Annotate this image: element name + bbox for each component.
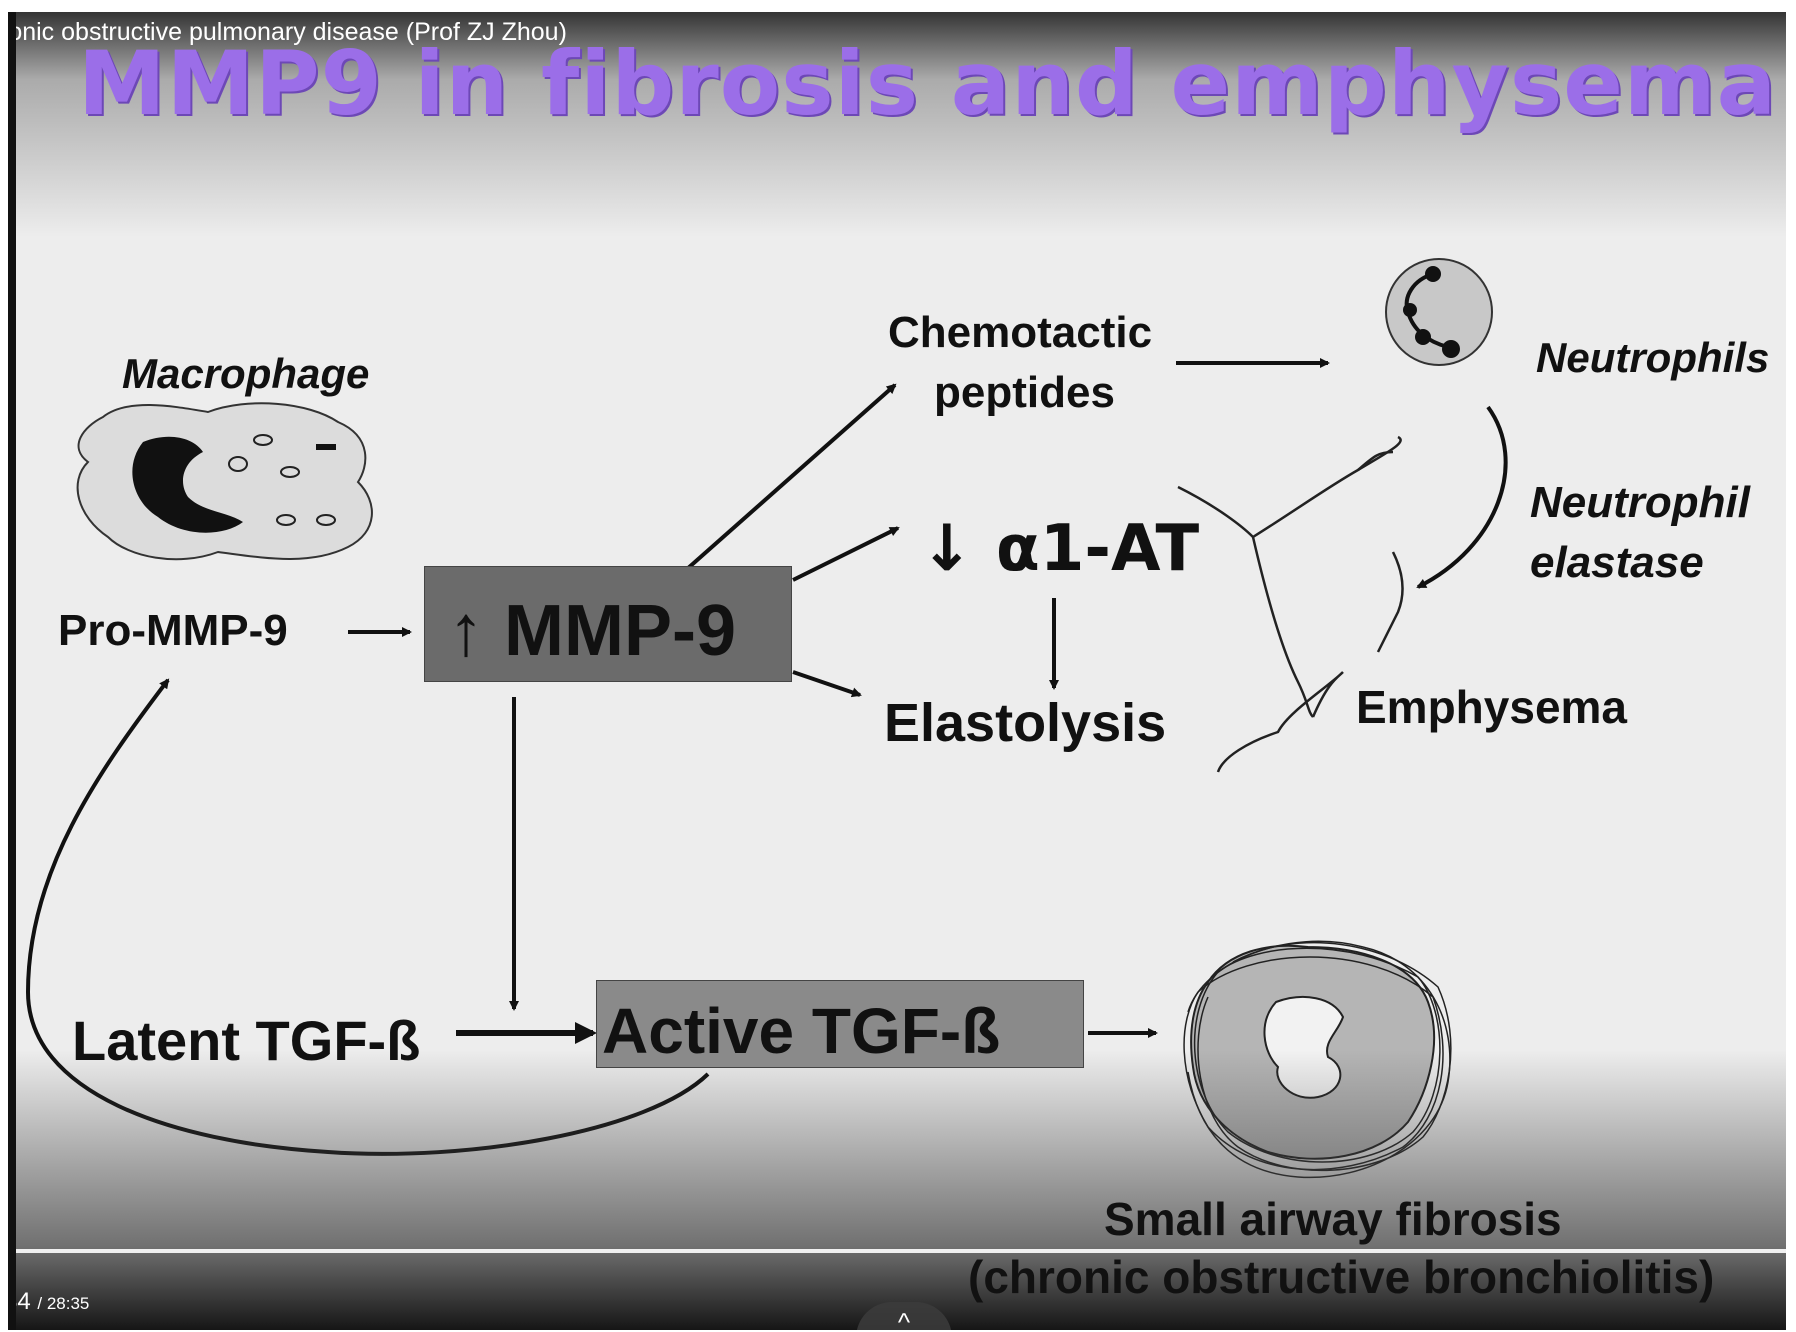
neutrophil-elastase-label-line2: elastase	[1530, 538, 1704, 587]
alpha1at-label: ↓ α1-AT	[920, 512, 1200, 586]
chemotactic-label: Chemotactic	[888, 308, 1153, 357]
neutrophil-elastase-label-line1: Neutrophil	[1530, 478, 1750, 527]
small-airway-fibrosis-label: Small airway fibrosis	[1104, 1193, 1562, 1245]
top-overlay-gradient	[8, 12, 1786, 237]
time-display: 34 / 28:35	[8, 1288, 89, 1316]
latent-tgf-label: Latent TGF-ß	[72, 1009, 421, 1072]
duration: / 28:35	[37, 1294, 90, 1313]
elastolysis-label: Elastolysis	[884, 693, 1167, 753]
emphysema-airway-image	[1177, 435, 1404, 773]
video-title[interactable]: ronic obstructive pulmonary disease (Pro…	[8, 18, 567, 46]
bottom-overlay-gradient	[8, 1050, 1786, 1330]
player-left-border	[8, 12, 16, 1330]
pro-mmp9-label: Pro-MMP-9	[58, 606, 288, 655]
mmp9-box	[424, 566, 792, 682]
mmp9-label: ↑ MMP-9	[448, 591, 736, 671]
emphysema-label: Emphysema	[1356, 681, 1628, 733]
neutrophils-label: Neutrophils	[1536, 334, 1770, 381]
progress-bar[interactable]	[8, 1249, 1786, 1253]
neutrophil-cell-image	[1385, 258, 1493, 366]
peptides-label: peptides	[934, 368, 1115, 417]
video-player[interactable]: MMP9 in fibrosis and emphysema Macrophag…	[8, 12, 1786, 1330]
macrophage-cell-image	[76, 402, 373, 561]
active-tgf-label: Active TGF-ß	[602, 995, 1001, 1067]
slide-title: MMP9 in fibrosis and emphysema	[78, 32, 1777, 135]
chronic-bronchiolitis-label: (chronic obstructive bronchiolitis)	[968, 1251, 1715, 1303]
chevron-up-icon: ^	[897, 1307, 911, 1330]
macrophage-label: Macrophage	[122, 350, 370, 397]
active-tgf-box	[596, 980, 1084, 1068]
